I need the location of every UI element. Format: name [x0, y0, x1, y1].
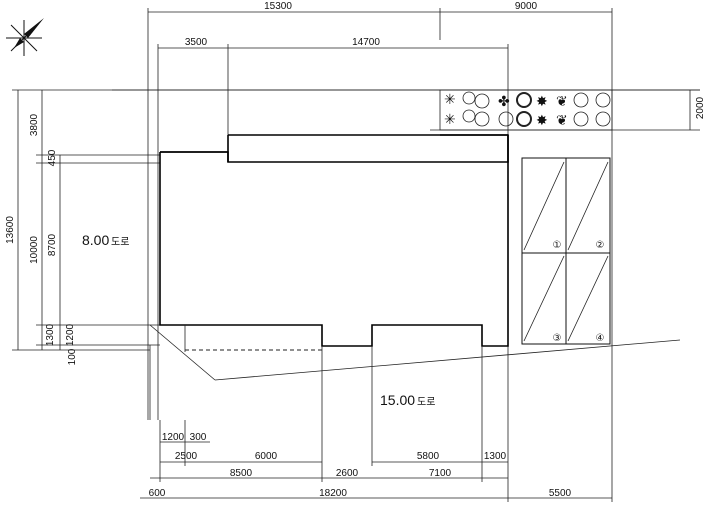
- svg-text:✤: ✤: [498, 93, 510, 109]
- dim-bottom-8500: 8500: [230, 468, 253, 479]
- dim-top-9000: 9000: [515, 1, 538, 12]
- parking-space-4: ④: [596, 333, 605, 344]
- top-dimension-lines: [147, 8, 613, 420]
- tree-symbol-icon: ✳ ✤ ✸ ❦ ✳ ✸ ❦: [439, 89, 613, 131]
- bottom-dimension-lines: [140, 346, 613, 502]
- left-road-suffix: 도로: [111, 237, 129, 248]
- dim-bottom-18200: 18200: [319, 488, 347, 499]
- svg-text:✳: ✳: [444, 91, 456, 107]
- svg-text:✸: ✸: [536, 112, 548, 128]
- dim-left-3800: 3800: [29, 113, 40, 136]
- dim-bottom-2600: 2600: [336, 468, 359, 479]
- left-road-width: 8.00: [82, 232, 109, 248]
- bottom-road-width: 15.00: [380, 392, 415, 408]
- dim-bottom-300: 300: [190, 432, 207, 443]
- bottom-road-label: 15.00 도로: [380, 392, 435, 408]
- north-arrow-icon: [6, 18, 44, 56]
- parking-space-1: ①: [553, 240, 562, 251]
- dim-bottom-1300: 1300: [484, 451, 507, 462]
- dim-bottom-6000: 6000: [255, 451, 278, 462]
- dim-left-1200: 1200: [65, 323, 76, 346]
- parking-space-3: ③: [553, 333, 562, 344]
- dim-left-1300: 1300: [45, 323, 56, 346]
- dim-top-14700: 14700: [352, 37, 380, 48]
- parking-area: [521, 157, 611, 345]
- dim-right-2000: 2000: [695, 96, 706, 119]
- dim-bottom-7100: 7100: [429, 468, 452, 479]
- svg-text:❦: ❦: [556, 93, 568, 109]
- svg-text:✸: ✸: [536, 93, 548, 109]
- bottom-road-suffix: 도로: [417, 397, 435, 408]
- left-road-label: 8.00 도로: [82, 232, 129, 248]
- dim-bottom-600: 600: [149, 488, 166, 499]
- dim-left-10000: 10000: [29, 236, 40, 264]
- dim-left-13600: 13600: [5, 216, 16, 244]
- dim-bottom-1200: 1200: [162, 432, 185, 443]
- dim-top-15300: 15300: [264, 1, 292, 12]
- dim-bottom-2500: 2500: [175, 451, 198, 462]
- dim-bottom-5500: 5500: [549, 488, 572, 499]
- dim-bottom-5800: 5800: [417, 451, 440, 462]
- svg-text:✳: ✳: [444, 111, 456, 127]
- svg-text:❦: ❦: [556, 112, 568, 128]
- parking-space-2: ②: [596, 240, 605, 251]
- left-dimension-lines: [12, 89, 700, 351]
- dim-left-8700: 8700: [47, 233, 58, 256]
- site-boundary: [149, 324, 681, 420]
- building-outline: [159, 134, 509, 352]
- dim-left-100: 100: [67, 348, 78, 365]
- dim-left-450: 450: [47, 149, 58, 166]
- dim-top-3500: 3500: [185, 37, 208, 48]
